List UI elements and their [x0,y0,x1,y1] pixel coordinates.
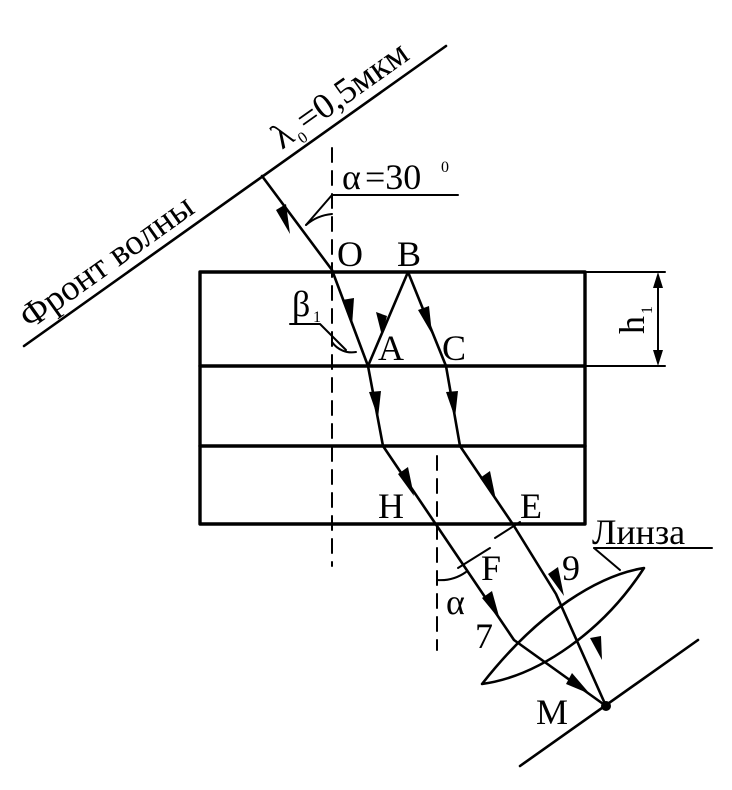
ray-arrow-to-M-7 [566,673,590,694]
focus-point-M [601,701,611,711]
h1-subscript: 1 [639,306,656,314]
layered-plate [198,270,587,526]
perp-marker-E [494,521,521,539]
wavelength-value: =0,5мкм [288,32,416,139]
point-F-label: F [481,548,501,588]
lens-label: Линза [592,512,685,552]
ray-arrow-layer3-left [398,467,414,496]
ray-arrow-layer3-right [480,471,496,500]
point-A-label: A [378,328,404,368]
ray-9-path [366,270,608,708]
exit-alpha-label: α [446,582,465,622]
beta-symbol: β [292,284,310,324]
ray-7-path [260,174,608,708]
ray-arrow-BC [418,306,432,334]
point-C-label: C [442,328,466,368]
wavefront-line [22,44,448,348]
alpha-degree: 0 [441,159,449,176]
h1-label: h 1 [612,306,656,334]
alpha-value: =30 [365,157,421,197]
point-B-label: B [397,234,421,274]
point-E-label: E [520,486,542,526]
ray-arrow-layer2-left [369,391,381,418]
ray-arrow-layer2-right [446,391,458,418]
beta-leader [289,323,347,351]
beta-label: β 1 [292,284,321,326]
alpha-leader [305,194,333,226]
lens-shape [480,566,646,686]
ray-arrow-exit-7 [482,591,500,620]
alpha-label: α =30 0 [342,157,449,197]
ray-7-label: 7 [475,616,493,656]
ray-arrow-to-M-9 [590,636,602,660]
ray-arrow-incident [276,204,290,234]
point-H-label: H [378,486,404,526]
ray-arrow-AB [376,312,387,336]
ray-9-label: 9 [562,548,580,588]
wavelength-label: λ 0 =0,5мкм [263,32,416,156]
point-O-label: O [337,234,363,274]
point-M-label: M [536,692,568,732]
perp-marker-F [457,547,491,569]
wavefront-label: Фронт волны [11,186,201,337]
beta-subscript: 1 [313,309,321,326]
lens-label-leader [593,547,621,571]
h1-arrow-top [653,272,663,288]
ray-arrow-OA [342,298,354,326]
ray-arrow-exit-9 [548,567,564,596]
h1-arrow-bottom [653,350,663,366]
alpha-symbol: α [342,157,361,197]
refraction-angle-arc [331,341,357,354]
h1-symbol: h [612,316,652,334]
exit-angle-arc [436,571,467,582]
